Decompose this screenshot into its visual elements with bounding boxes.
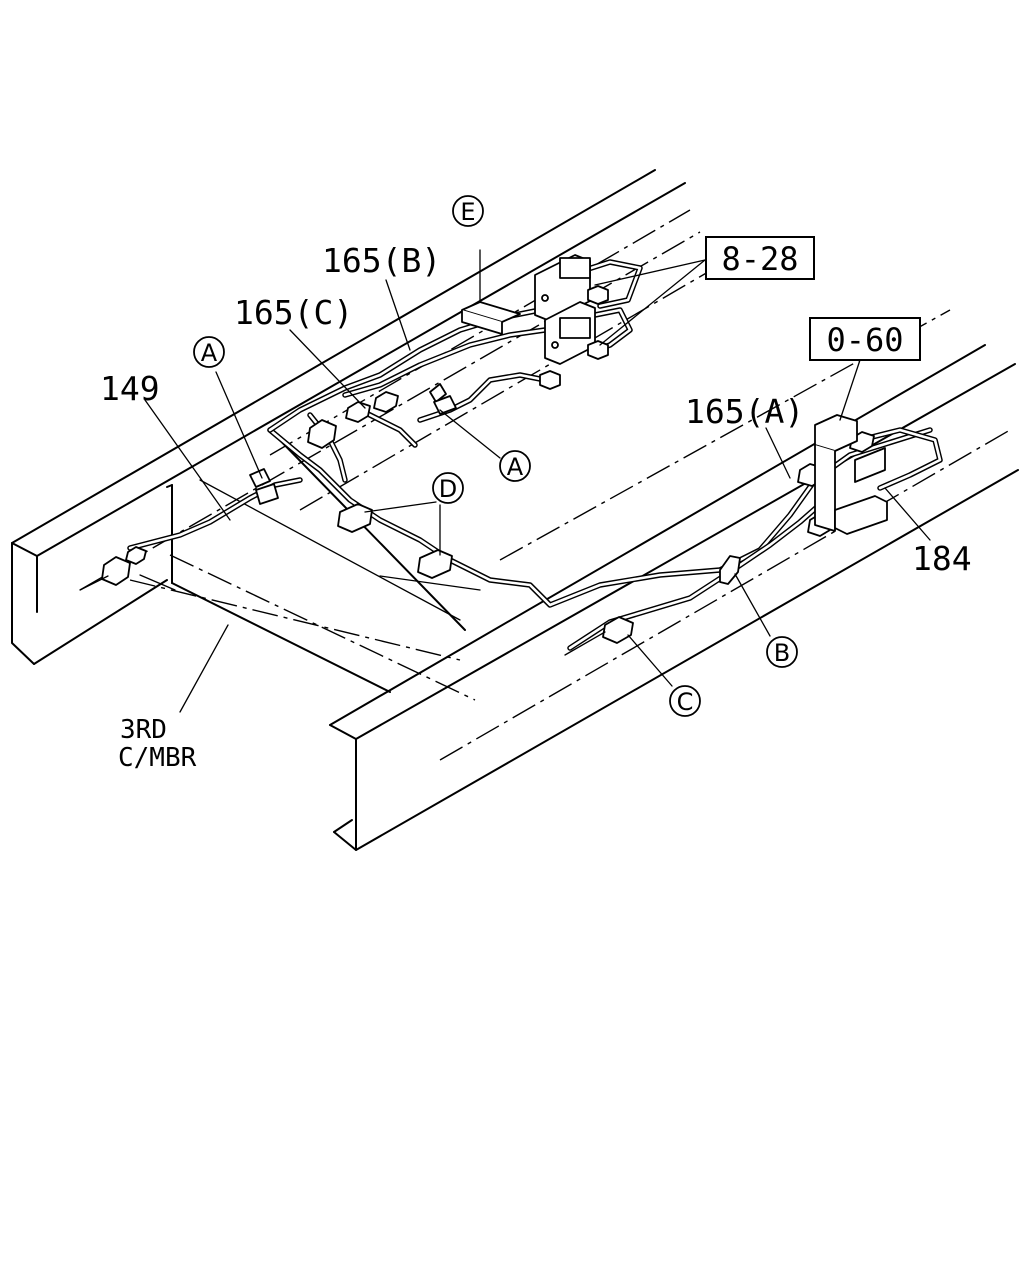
ref-0-60-text: 0-60: [826, 321, 903, 359]
leader-lines: [144, 259, 931, 713]
marker-e: E: [452, 195, 484, 227]
pipe-149: [127, 477, 303, 551]
marker-a-center: A: [499, 450, 531, 482]
marker-a-center-text: A: [507, 453, 524, 481]
clip-d-left: [337, 503, 373, 533]
label-member-line2: C/MBR: [118, 743, 197, 773]
clip-a-center: [429, 383, 457, 415]
clip-a-left: [249, 468, 279, 505]
ref-8-28-text: 8-28: [721, 240, 798, 278]
label-149: 149: [100, 369, 160, 408]
label-165b: 165(B): [322, 241, 441, 280]
marker-d-text: D: [439, 475, 457, 503]
fitting-left-end: [79, 546, 176, 591]
marker-a-left-text: A: [201, 339, 218, 367]
label-184: 184: [912, 539, 972, 578]
label-member-line1: 3RD: [120, 715, 167, 745]
valve-assembly: [534, 254, 609, 390]
marker-c: C: [669, 685, 701, 717]
ref-box-0-60: 0-60: [809, 317, 921, 361]
third-cross-member: [166, 429, 481, 693]
bracket-e: [461, 249, 521, 335]
marker-e-text: E: [460, 198, 475, 226]
label-165a: 165(A): [685, 392, 804, 431]
pipe-184: [857, 427, 943, 491]
bracket-0-60: [814, 414, 888, 535]
marker-d: D: [432, 472, 464, 504]
marker-b-text: B: [774, 639, 790, 667]
fitting-c-lower: [564, 616, 634, 656]
ref-box-8-28: 8-28: [705, 236, 815, 280]
marker-b: B: [766, 636, 798, 668]
pipe-165a: [267, 427, 933, 608]
label-165c: 165(C): [234, 293, 353, 332]
clip-b: [719, 555, 741, 585]
marker-c-text: C: [677, 688, 694, 716]
right-frame-rail: [329, 344, 1019, 851]
clip-d-right: [417, 549, 453, 579]
marker-a-left: A: [193, 336, 225, 368]
